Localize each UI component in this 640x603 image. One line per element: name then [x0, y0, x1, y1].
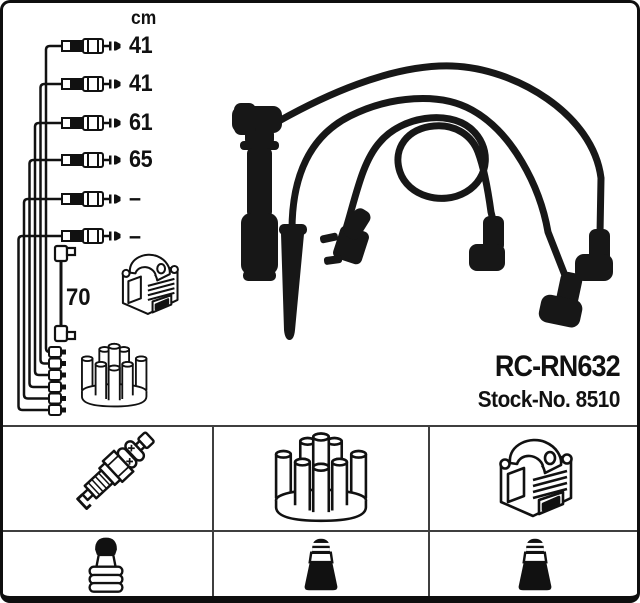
stock-number: Stock-No. 8510 — [477, 386, 621, 412]
legend-cell-boot-ribbed — [0, 530, 212, 596]
coil-lead-icon — [53, 244, 77, 343]
ignition-coil-icon — [499, 438, 573, 517]
plug-boot-ribbed-icon — [88, 536, 124, 593]
legend-cell-boot-skirted-1 — [212, 530, 428, 596]
lead-length-3: 61 — [129, 109, 153, 136]
part-number: RC-RN632 — [495, 350, 621, 383]
plug-boot-skirted-icon — [303, 537, 339, 592]
lead-length-5: – — [129, 185, 141, 212]
ignition-lead-set-photo — [232, 62, 613, 340]
lead-length-2: 41 — [129, 70, 153, 97]
lead-length-6: – — [129, 223, 141, 250]
legend-cell-distributor-cap — [212, 425, 428, 530]
distributor-cap-icon — [274, 432, 368, 523]
photo-angled-boots — [469, 216, 613, 328]
photo-coil-connector — [319, 208, 371, 265]
plug-boot-skirted-icon — [517, 537, 553, 592]
lead-length-schematic — [17, 37, 179, 416]
unit-header: cm — [131, 8, 157, 29]
coil-lead-length: 70 — [66, 284, 91, 311]
component-legend — [0, 425, 640, 596]
lead-length-4: 65 — [129, 146, 153, 173]
legend-cell-spark-plug — [0, 425, 212, 530]
photo-straight-boot — [232, 103, 282, 281]
photo-cables — [275, 62, 605, 282]
photo-pencil-boot — [279, 224, 307, 340]
legend-cell-boot-skirted-2 — [428, 530, 640, 596]
lead-length-1: 41 — [129, 32, 153, 59]
distributor-end-terminals — [48, 346, 66, 416]
spark-plug-icon — [69, 429, 161, 513]
legend-cell-ignition-coil — [428, 425, 640, 530]
